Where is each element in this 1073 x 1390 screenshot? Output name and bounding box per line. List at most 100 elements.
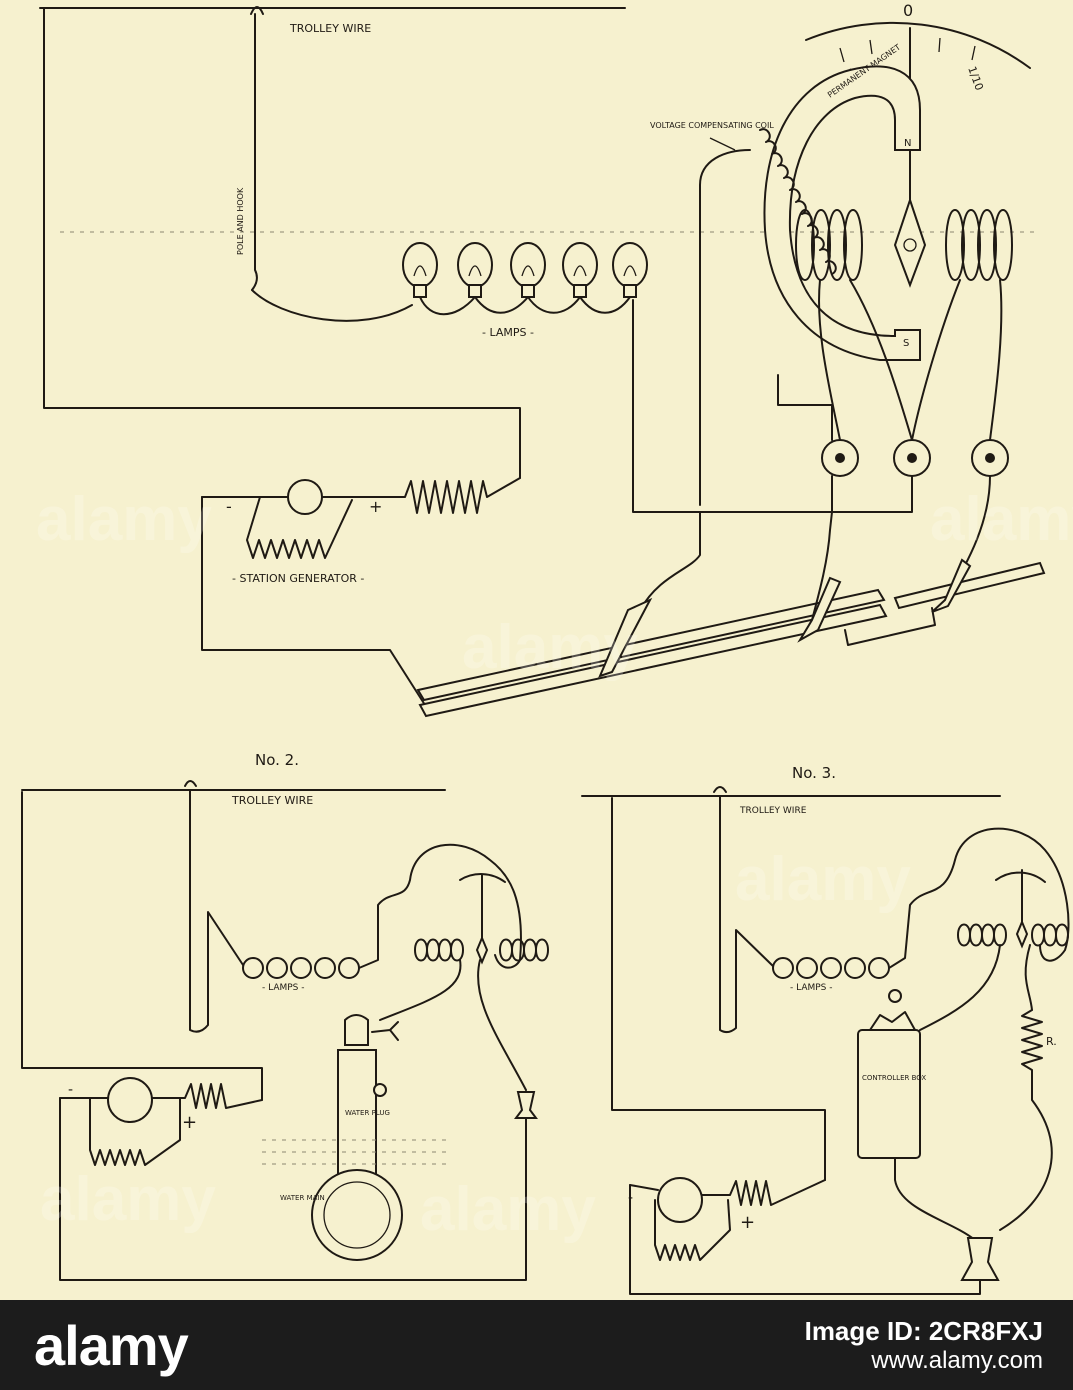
figure-3: No. 3. TROLLEY WIRE - LAMPS - bbox=[581, 764, 1070, 1295]
fig2-series-field bbox=[59, 1083, 263, 1109]
ground-detector-meter: 0 1/10 1/10 PERMANENT MAGNET N S VOLTAGE… bbox=[598, 1, 1031, 678]
fig2-lead-to-rail bbox=[477, 959, 527, 1091]
trolley-wire-label: TROLLEY WIRE bbox=[289, 22, 371, 35]
fig2-rail-return bbox=[59, 1097, 527, 1281]
watermark-text: alamy bbox=[36, 485, 212, 554]
lamp-icon bbox=[796, 957, 818, 979]
voltage-coil-label: VOLTAGE COMPENSATING COIL bbox=[650, 121, 774, 130]
lamps-label: - LAMPS - bbox=[482, 326, 534, 339]
lamp-icon bbox=[242, 957, 264, 979]
controller-handle-icon bbox=[869, 1011, 916, 1031]
stock-footer-bar: alamy Image ID: 2CR8FXJ www.alamy.com bbox=[0, 1300, 1073, 1390]
water-main-label: WATER MAIN bbox=[280, 1194, 325, 1202]
lamp-icon bbox=[612, 242, 648, 298]
right-current-coils bbox=[945, 209, 1013, 281]
lamp-icon bbox=[562, 242, 598, 298]
meter-scale-arc bbox=[805, 21, 1031, 69]
fig2-water-plug bbox=[262, 1014, 450, 1261]
controller-box bbox=[857, 989, 921, 1159]
hydrant-cap bbox=[344, 1014, 369, 1046]
alamy-logo[interactable]: alamy bbox=[34, 1313, 189, 1377]
terminal-lead-1 bbox=[694, 475, 833, 621]
rail-second-segment bbox=[893, 561, 1046, 610]
lamp-icon bbox=[266, 957, 288, 979]
watermark-layer: alamy alamy alamy alamy alamy alamy bbox=[36, 485, 1073, 1244]
permanent-magnet bbox=[763, 65, 921, 361]
fig2-minus: - bbox=[68, 1082, 73, 1098]
shunt-field-coil bbox=[246, 496, 353, 559]
fig3-box-to-rail bbox=[894, 1157, 976, 1241]
fig3-lamps-label: - LAMPS - bbox=[790, 983, 833, 993]
rail-clip-icon bbox=[797, 576, 842, 643]
fig3-meter-loop bbox=[888, 827, 1070, 969]
watermark-text: alamy bbox=[735, 845, 911, 914]
fig3-resistance bbox=[999, 1009, 1053, 1231]
generator-minus: - bbox=[226, 497, 232, 516]
lamp-icon bbox=[290, 957, 312, 979]
controller-knob-icon bbox=[888, 989, 902, 1003]
lamp-icon bbox=[510, 242, 546, 298]
fig2-meter-loop bbox=[358, 843, 522, 969]
hydrant-nozzle-icon bbox=[373, 1083, 387, 1097]
fig2-rail-icon bbox=[514, 1091, 538, 1119]
rail-head bbox=[416, 588, 886, 702]
fig3-generator-icon bbox=[657, 1177, 703, 1223]
lamp-row bbox=[402, 242, 648, 316]
generator-negative-wire bbox=[201, 496, 426, 706]
left-current-coils bbox=[795, 209, 863, 281]
frame-to-rail-lead bbox=[639, 511, 701, 611]
fig2-caption: No. 2. bbox=[255, 751, 299, 769]
trolley-pole bbox=[251, 13, 258, 291]
resistance-label: R. bbox=[1046, 1035, 1057, 1048]
station-generator-label: - STATION GENERATOR - bbox=[232, 572, 364, 585]
voltage-coil-windings bbox=[759, 128, 837, 275]
meter-frame-base bbox=[777, 374, 833, 441]
fig3-minus: - bbox=[628, 1190, 633, 1206]
fig2-trolley-pole bbox=[189, 789, 246, 1033]
return-wire-left bbox=[43, 7, 521, 479]
fig2-lamp-row bbox=[242, 957, 360, 979]
scale-right-label: 1/10 bbox=[965, 65, 986, 93]
fig2-lamps-label: - LAMPS - bbox=[262, 983, 305, 993]
left-coil-lead-2 bbox=[849, 279, 913, 441]
wiring-diagrams: TROLLEY WIRE POLE AND HOOK - LAMPS - bbox=[21, 1, 1073, 1295]
fig3-right-coils bbox=[1031, 923, 1069, 947]
fig3-series-field bbox=[629, 1179, 826, 1206]
lamp-icon bbox=[457, 242, 493, 298]
fig2-pole-hook-icon bbox=[184, 780, 197, 787]
fig3-armature-icon bbox=[1015, 919, 1029, 949]
pole-to-lamps-wire bbox=[251, 289, 413, 322]
fig3-lead-to-resistance bbox=[1024, 944, 1033, 1011]
rail-clip-icon bbox=[931, 558, 972, 613]
lamp-icon bbox=[844, 957, 866, 979]
fig3-return-wire bbox=[611, 797, 826, 1181]
watermark-text: alamy bbox=[462, 613, 638, 682]
left-coil-lead bbox=[818, 279, 841, 441]
watermark-text: alamy bbox=[420, 1175, 596, 1244]
rail-base bbox=[418, 603, 888, 718]
armature-pivot-icon bbox=[903, 238, 917, 252]
fig2-meter-scale bbox=[459, 873, 506, 883]
image-info: Image ID: 2CR8FXJ www.alamy.com bbox=[805, 1316, 1043, 1375]
pole-hook-label: POLE AND HOOK bbox=[236, 187, 245, 255]
voltage-coil-leader bbox=[709, 137, 736, 151]
water-plug-label: WATER PLUG bbox=[345, 1109, 390, 1117]
fig3-caption: No. 3. bbox=[792, 764, 836, 782]
terminal-icon bbox=[821, 439, 859, 477]
magnet-n-label: N bbox=[904, 138, 911, 149]
fig3-left-coils bbox=[957, 923, 1007, 947]
fig3-trolley-label: TROLLEY WIRE bbox=[739, 806, 807, 816]
terminal-lead-2 bbox=[831, 475, 913, 513]
figure-1: TROLLEY WIRE POLE AND HOOK - LAMPS - bbox=[39, 1, 1046, 718]
scale-zero-label: 0 bbox=[903, 1, 913, 20]
fig3-lamp-row bbox=[772, 957, 890, 979]
controller-box-body bbox=[857, 1029, 921, 1159]
fig2-generator-icon bbox=[107, 1077, 153, 1123]
watermark-text: alamy bbox=[40, 1165, 216, 1234]
site-link[interactable]: www.alamy.com bbox=[871, 1346, 1043, 1374]
right-coil-lead-2 bbox=[989, 279, 1003, 441]
fig2-left-coils bbox=[414, 938, 464, 962]
fig3-rail-icon bbox=[960, 1237, 1000, 1281]
lamp-icon bbox=[868, 957, 890, 979]
